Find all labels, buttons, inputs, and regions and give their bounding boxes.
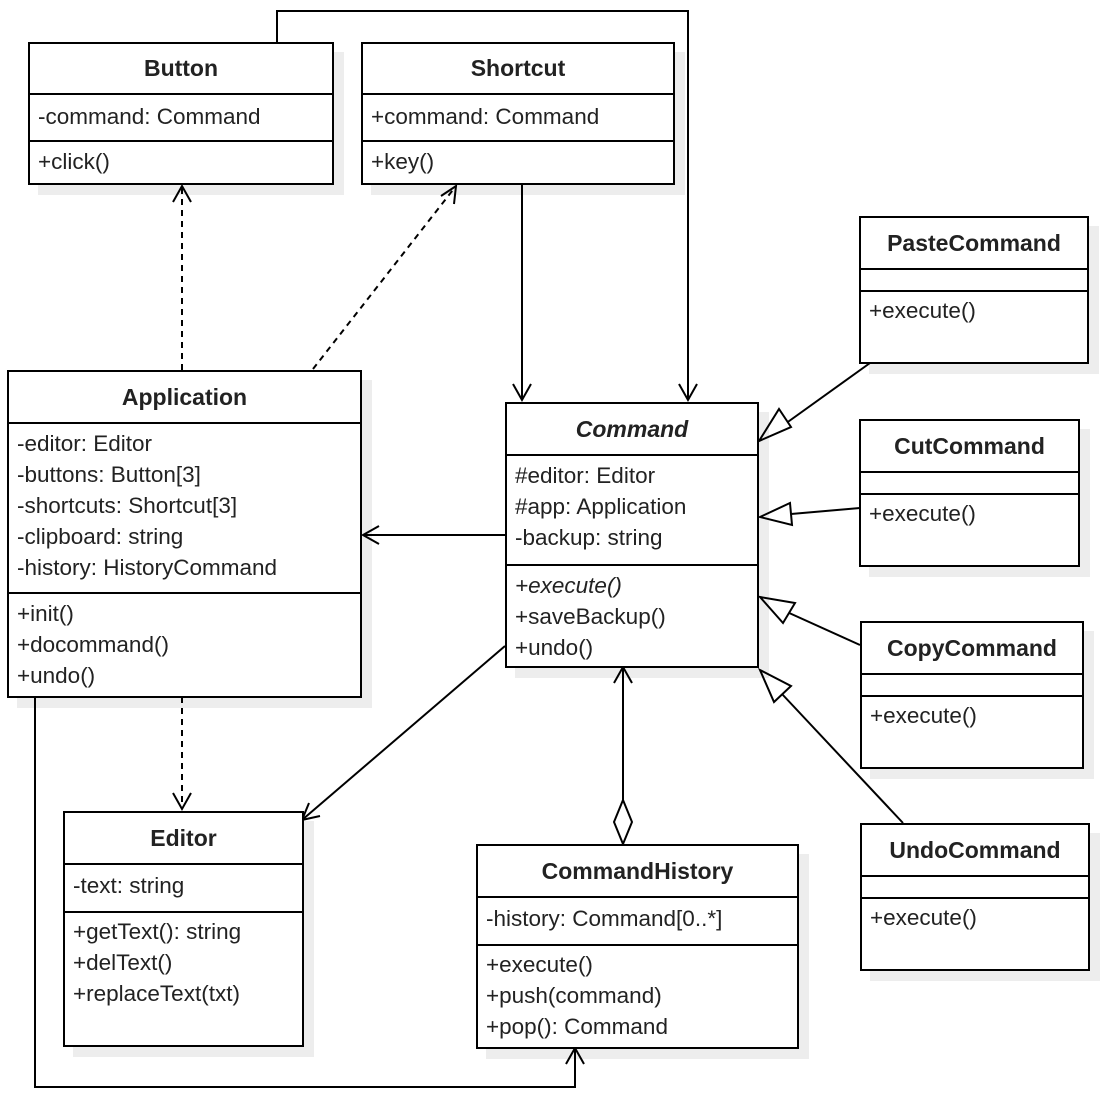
cut-generalization-line	[790, 507, 861, 515]
methods-section: +execute()	[862, 697, 1082, 737]
method: +key()	[371, 149, 435, 174]
attributes-section: #editor: Editor #app: Application -backu…	[507, 456, 757, 566]
methods-section: +execute()	[862, 899, 1088, 939]
method: +push(command)	[486, 983, 662, 1008]
methods-section: +execute()	[861, 495, 1078, 535]
class-name: PasteCommand	[861, 218, 1087, 270]
application-shortcut-dependency	[312, 185, 457, 370]
aggregation-diamond	[612, 797, 634, 847]
paste-generalization-line	[784, 362, 871, 425]
button-command-association	[276, 10, 689, 400]
copy-generalization-line	[786, 611, 861, 646]
arrowhead-open	[512, 383, 532, 403]
attribute: -backup: string	[515, 525, 663, 550]
methods-section: +execute() +saveBackup() +undo()	[507, 566, 757, 669]
inheritance-triangle	[756, 407, 793, 444]
attribute: -history: Command[0..*]	[486, 906, 723, 931]
attributes-section: +command: Command	[363, 95, 673, 142]
attributes-section	[862, 675, 1082, 697]
attributes-section: -history: Command[0..*]	[478, 898, 797, 946]
application-history-association	[34, 697, 576, 1088]
method: +docommand()	[17, 632, 169, 657]
class-name: CutCommand	[861, 421, 1078, 473]
method: +execute()	[870, 905, 977, 930]
method: +undo()	[515, 635, 594, 660]
class-name: Button	[30, 44, 332, 95]
class-name: CopyCommand	[862, 623, 1082, 675]
attribute: -clipboard: string	[17, 524, 184, 549]
attribute: +command: Command	[371, 104, 600, 129]
class-undo-command[interactable]: UndoCommand +execute()	[860, 823, 1090, 971]
attributes-section: -editor: Editor -buttons: Button[3] -sho…	[9, 424, 360, 594]
class-name: UndoCommand	[862, 825, 1088, 877]
attributes-section: -text: string	[65, 865, 302, 913]
attributes-section: -command: Command	[30, 95, 332, 142]
class-name: CommandHistory	[478, 846, 797, 898]
methods-section: +init() +docommand() +undo()	[9, 594, 360, 697]
arrowhead-open	[360, 525, 380, 545]
arrowhead-open	[678, 383, 698, 403]
method: +pop(): Command	[486, 1014, 668, 1039]
class-command-history[interactable]: CommandHistory -history: Command[0..*] +…	[476, 844, 799, 1049]
attribute: -command: Command	[38, 104, 261, 129]
method: +delText()	[73, 950, 173, 975]
class-paste-command[interactable]: PasteCommand +execute()	[859, 216, 1089, 364]
method: +replaceText(txt)	[73, 981, 240, 1006]
class-name: Application	[9, 372, 360, 424]
class-shortcut[interactable]: Shortcut +command: Command +key()	[361, 42, 675, 185]
inheritance-triangle	[757, 595, 797, 625]
command-editor-association	[301, 645, 506, 821]
class-command[interactable]: Command #editor: Editor #app: Applicatio…	[505, 402, 759, 668]
inheritance-triangle	[757, 667, 793, 704]
attribute: #app: Application	[515, 494, 687, 519]
class-name: Shortcut	[363, 44, 673, 95]
arrowhead-open	[172, 183, 192, 203]
attribute: -history: HistoryCommand	[17, 555, 278, 580]
attributes-section	[861, 270, 1087, 292]
method: +click()	[38, 149, 110, 174]
attribute: -editor: Editor	[17, 431, 153, 456]
attribute: -text: string	[73, 873, 185, 898]
method: +execute()	[869, 501, 976, 526]
arrowhead-open	[172, 792, 192, 812]
class-cut-command[interactable]: CutCommand +execute()	[859, 419, 1080, 567]
attribute: -shortcuts: Shortcut[3]	[17, 493, 238, 518]
arrowhead-open	[440, 183, 458, 205]
class-name: Command	[507, 404, 757, 456]
undo-generalization-line	[781, 693, 904, 824]
class-application[interactable]: Application -editor: Editor -buttons: Bu…	[7, 370, 362, 698]
class-name: Editor	[65, 813, 302, 865]
method: +getText(): string	[73, 919, 242, 944]
method: +init()	[17, 601, 74, 626]
methods-section: +click()	[30, 142, 332, 183]
attribute: #editor: Editor	[515, 463, 656, 488]
methods-section: +key()	[363, 142, 673, 183]
class-button[interactable]: Button -command: Command +click()	[28, 42, 334, 185]
method: +saveBackup()	[515, 604, 666, 629]
method: +execute()	[486, 952, 593, 977]
methods-section: +getText(): string +delText() +replaceTe…	[65, 913, 302, 1015]
class-editor[interactable]: Editor -text: string +getText(): string …	[63, 811, 304, 1047]
method-abstract: +execute()	[515, 573, 622, 598]
attributes-section	[861, 473, 1078, 495]
method: +undo()	[17, 663, 96, 688]
class-copy-command[interactable]: CopyCommand +execute()	[860, 621, 1084, 769]
inheritance-triangle	[757, 501, 794, 527]
method: +execute()	[870, 703, 977, 728]
methods-section: +execute() +push(command) +pop(): Comman…	[478, 946, 797, 1048]
method: +execute()	[869, 298, 976, 323]
attribute: -buttons: Button[3]	[17, 462, 201, 487]
attributes-section	[862, 877, 1088, 899]
methods-section: +execute()	[861, 292, 1087, 332]
